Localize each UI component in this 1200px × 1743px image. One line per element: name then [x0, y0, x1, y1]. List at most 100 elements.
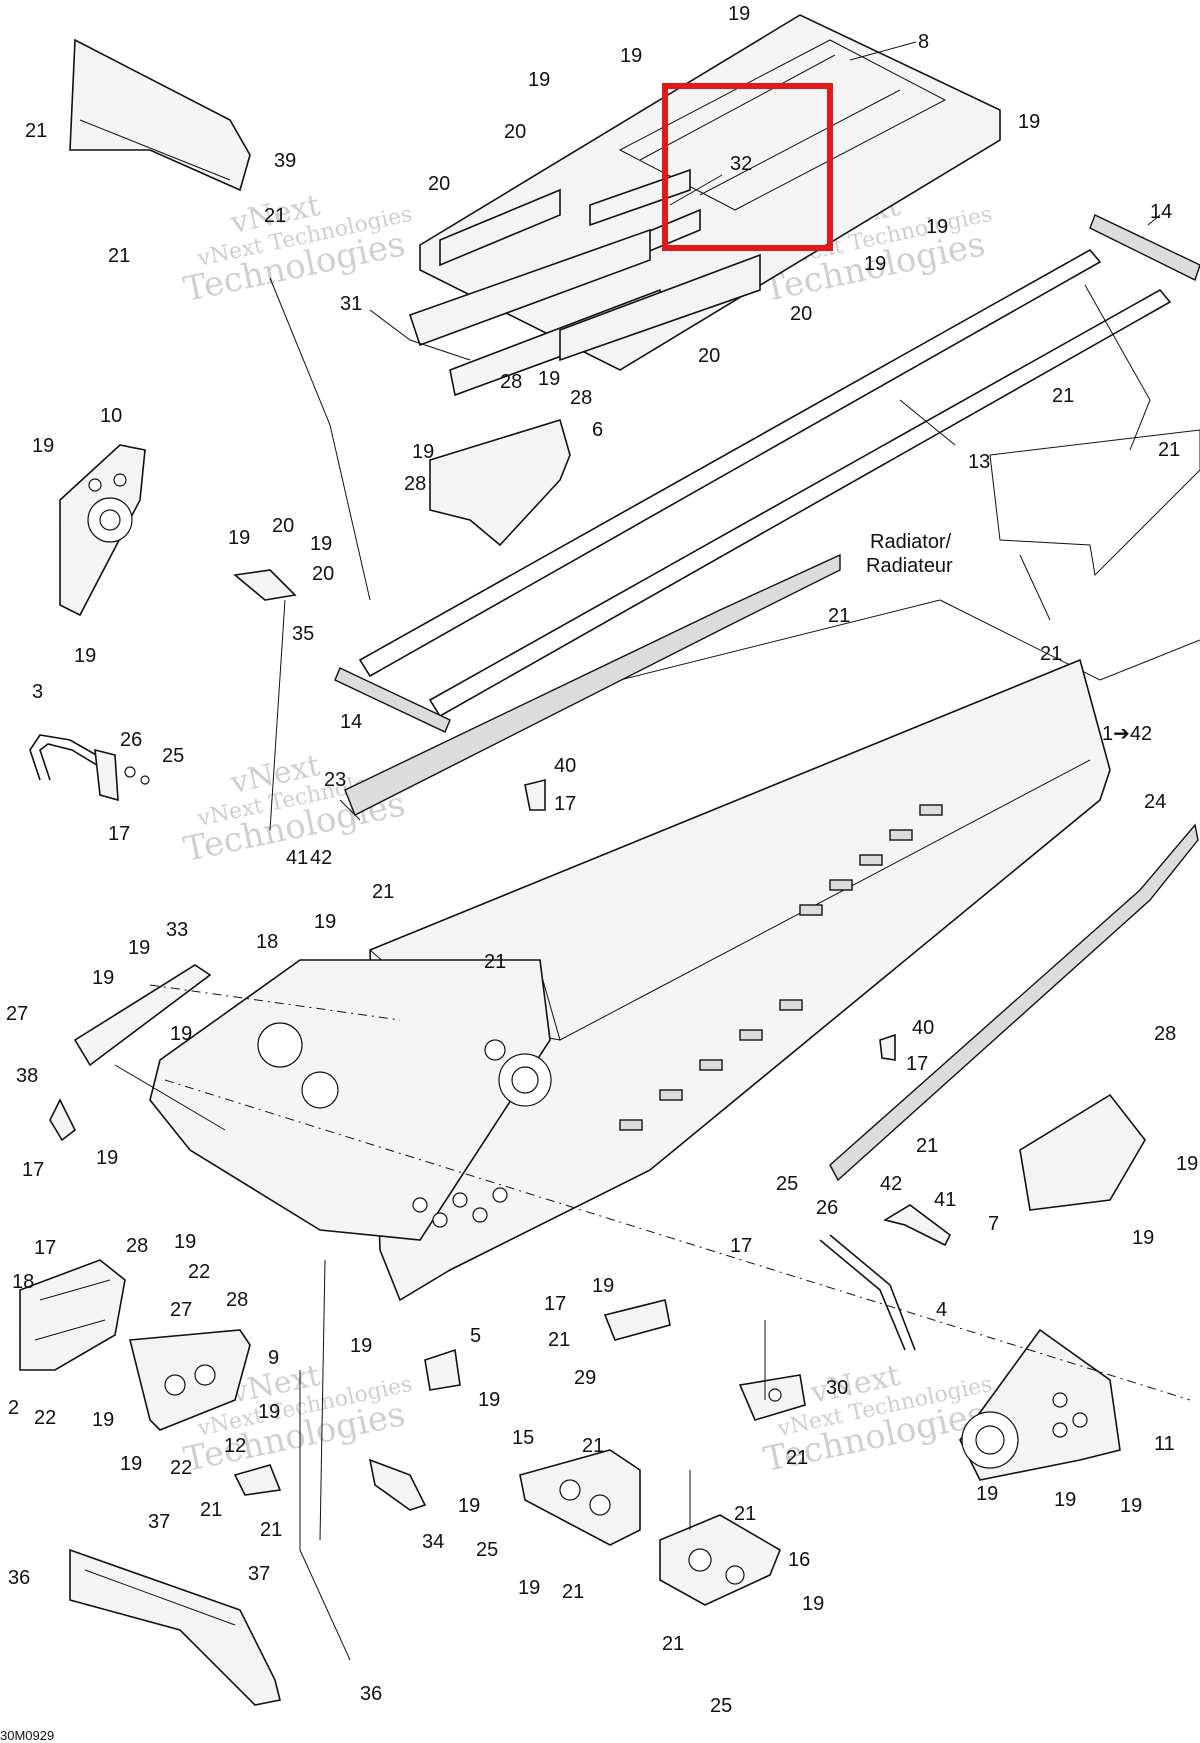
callout-19: 19	[92, 1409, 114, 1431]
callout-21: 21	[828, 605, 850, 627]
callout-21: 21	[260, 1519, 282, 1541]
callout-21: 21	[562, 1581, 584, 1603]
bracket-12	[233, 1464, 282, 1496]
bracket-30	[738, 1374, 806, 1421]
callout-8: 8	[918, 31, 929, 53]
callout-28: 28	[500, 371, 522, 393]
callout-5: 5	[470, 1325, 481, 1347]
callout-19: 19	[1054, 1489, 1076, 1511]
highlight-box	[662, 83, 833, 251]
callout-17: 17	[906, 1053, 928, 1075]
callout-28: 28	[126, 1235, 148, 1257]
callout-19: 19	[620, 45, 642, 67]
leader-lines	[114, 41, 1191, 1661]
callout-26: 26	[816, 1197, 838, 1219]
callout-6: 6	[592, 419, 603, 441]
callout-19: 19	[128, 937, 150, 959]
callout-25: 25	[776, 1173, 798, 1195]
callout-40: 40	[912, 1017, 934, 1039]
main-tunnel-frame	[149, 658, 1111, 1302]
side-brackets	[408, 228, 761, 397]
callout-23: 23	[324, 769, 346, 791]
callout-4: 4	[936, 1299, 947, 1321]
callout-19: 19	[458, 1495, 480, 1517]
bumper-bar-4	[819, 1234, 916, 1351]
callout-9: 9	[268, 1347, 279, 1369]
callout-22: 22	[34, 1407, 56, 1429]
callout-19: 19	[350, 1335, 372, 1357]
callout-20: 20	[312, 563, 334, 585]
right-side-plate	[959, 1328, 1121, 1481]
callout-22: 22	[170, 1457, 192, 1479]
callout-19: 19	[538, 368, 560, 390]
callout-21: 21	[1040, 643, 1062, 665]
callout-21: 21	[1052, 385, 1074, 407]
slide-rail-left	[344, 553, 841, 816]
callout-21: 21	[264, 205, 286, 227]
callout-37: 37	[148, 1511, 170, 1533]
callout-40: 40	[554, 755, 576, 777]
bracket-15	[519, 1449, 641, 1546]
callout-20: 20	[698, 345, 720, 367]
bracket-9	[128, 1329, 251, 1431]
bracket-6	[429, 418, 571, 547]
callout-21: 21	[484, 951, 506, 973]
callout-37: 37	[248, 1563, 270, 1585]
callout-21: 21	[25, 120, 47, 142]
callout-17: 17	[34, 1237, 56, 1259]
callout-20: 20	[790, 303, 812, 325]
callout-19: 19	[976, 1483, 998, 1505]
callout-25: 25	[476, 1539, 498, 1561]
callout-19: 19	[228, 527, 250, 549]
callout-41: 41	[934, 1189, 956, 1211]
callout-3: 3	[32, 681, 43, 703]
radiator-label-line-2: Radiateur	[866, 555, 953, 577]
callout-30: 30	[826, 1377, 848, 1399]
callout-21: 21	[1158, 439, 1180, 461]
part-drawings	[19, 14, 1200, 1706]
callout-19: 19	[1132, 1227, 1154, 1249]
callout-19: 19	[1018, 111, 1040, 133]
callout-17: 17	[730, 1235, 752, 1257]
callout-25: 25	[162, 745, 184, 767]
callout-13: 13	[968, 451, 990, 473]
callout-19: 19	[412, 441, 434, 463]
callout-19: 19	[174, 1231, 196, 1253]
top-left-bracket	[69, 38, 251, 192]
tunnel-vents	[412, 804, 943, 1228]
callout-21: 21	[662, 1633, 684, 1655]
radiator-label-line-1: Radiator/	[870, 531, 952, 553]
callout-20: 20	[428, 173, 450, 195]
bracket-34	[368, 1458, 427, 1511]
left-side-plate	[59, 444, 146, 617]
callout-7: 7	[988, 1213, 999, 1235]
callout-39: 39	[274, 150, 296, 172]
callout-28: 28	[226, 1289, 248, 1311]
bracket-5	[424, 1348, 461, 1391]
callout-32: 32	[730, 153, 752, 175]
callout-36: 36	[8, 1567, 30, 1589]
callout-14: 14	[1150, 201, 1172, 223]
callout-17: 17	[544, 1293, 566, 1315]
callout-28: 28	[404, 473, 426, 495]
callout-21: 21	[786, 1447, 808, 1469]
callout-21: 21	[372, 881, 394, 903]
bracket-7	[1019, 1093, 1146, 1211]
callouts: 19 8 19 19 19 20 32 20 14 19 19 20 31 20…	[6, 3, 1198, 1717]
callout-19: 19	[478, 1389, 500, 1411]
callout-28: 28	[570, 387, 592, 409]
callout-22: 22	[188, 1261, 210, 1283]
callout-19: 19	[258, 1401, 280, 1423]
callout-21: 21	[916, 1135, 938, 1157]
callout-19: 19	[314, 911, 336, 933]
callout-21: 21	[108, 245, 130, 267]
callout-17: 17	[108, 823, 130, 845]
callout-19: 19	[74, 645, 96, 667]
callout-38: 38	[16, 1065, 38, 1087]
radiator-plate	[619, 429, 1200, 681]
bracket-29	[603, 1299, 671, 1341]
callout-34: 34	[422, 1531, 444, 1553]
callout-18: 18	[256, 931, 278, 953]
callout-26: 26	[120, 729, 142, 751]
callout-35: 35	[292, 623, 314, 645]
